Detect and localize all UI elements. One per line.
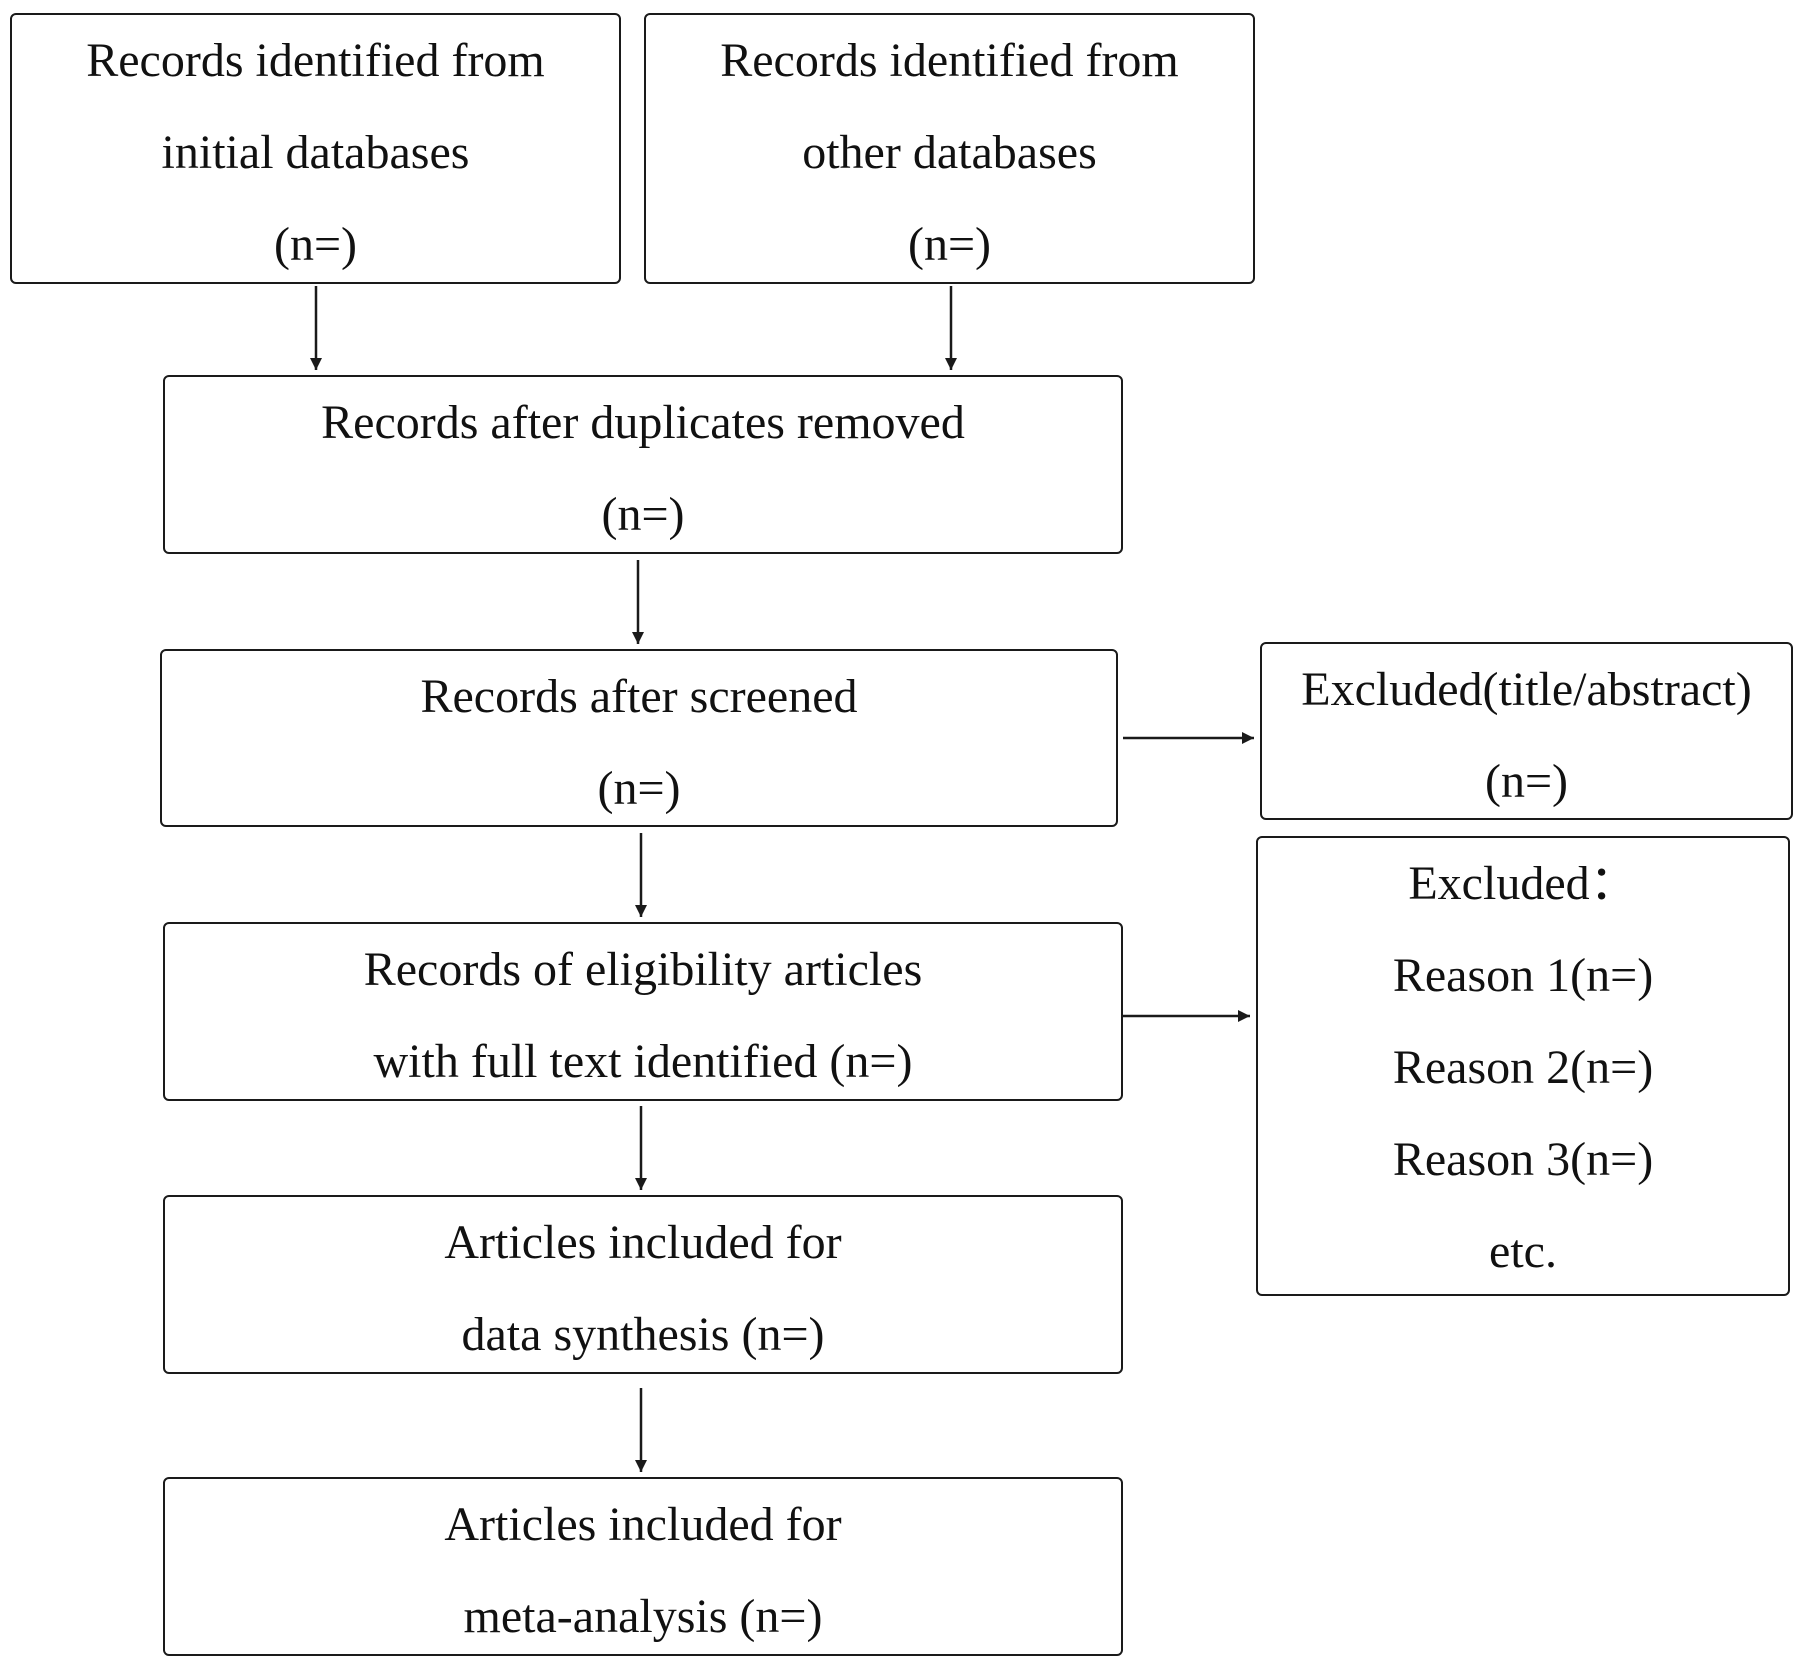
node-text-line: Excluded： [1408,857,1638,910]
node-excluded-reasons: Excluded： Reason 1(n=) Reason 2(n=) Reas… [1256,836,1790,1296]
node-text-line: with full text identified (n=) [373,1035,913,1088]
node-meta-analysis: Articles included for meta-analysis (n=) [163,1477,1123,1656]
node-text-line: Records after duplicates removed [321,396,965,449]
node-data-synthesis: Articles included for data synthesis (n=… [163,1195,1123,1374]
node-eligibility: Records of eligibility articles with ful… [163,922,1123,1101]
node-text-line: initial databases [161,126,470,179]
node-text-line: (n=) [273,218,358,271]
node-text-line: other databases [802,126,1097,179]
node-text-line: meta-analysis (n=) [463,1590,823,1643]
node-text-line: (n=) [601,488,685,541]
node-text-line: etc. [1489,1225,1557,1278]
node-duplicates-removed: Records after duplicates removed (n=) [163,375,1123,554]
node-text-line: Records identified from [720,34,1179,87]
node-text-line: Reason 1(n=) [1392,949,1654,1002]
node-screened: Records after screened (n=) [160,649,1118,827]
node-text-line: Reason 2(n=) [1392,1041,1654,1094]
node-text-line: Reason 3(n=) [1392,1133,1654,1186]
node-text-line: Records after screened [420,670,858,723]
node-text-line: Articles included for [444,1498,842,1551]
node-excluded-title-abstract: Excluded(title/abstract) (n=) [1260,642,1793,820]
node-text-line: Excluded(title/abstract) [1301,663,1752,716]
node-initial-databases: Records identified from initial database… [10,13,621,284]
node-text-line: Records identified from [86,34,545,87]
node-text-line: Records of eligibility articles [363,943,923,996]
node-text-line: Articles included for [444,1216,842,1269]
node-text-line: (n=) [1484,755,1569,808]
node-text-line: data synthesis (n=) [461,1308,825,1361]
node-other-databases: Records identified from other databases … [644,13,1255,284]
node-text-line: (n=) [597,762,681,815]
node-text-line: (n=) [907,218,992,271]
